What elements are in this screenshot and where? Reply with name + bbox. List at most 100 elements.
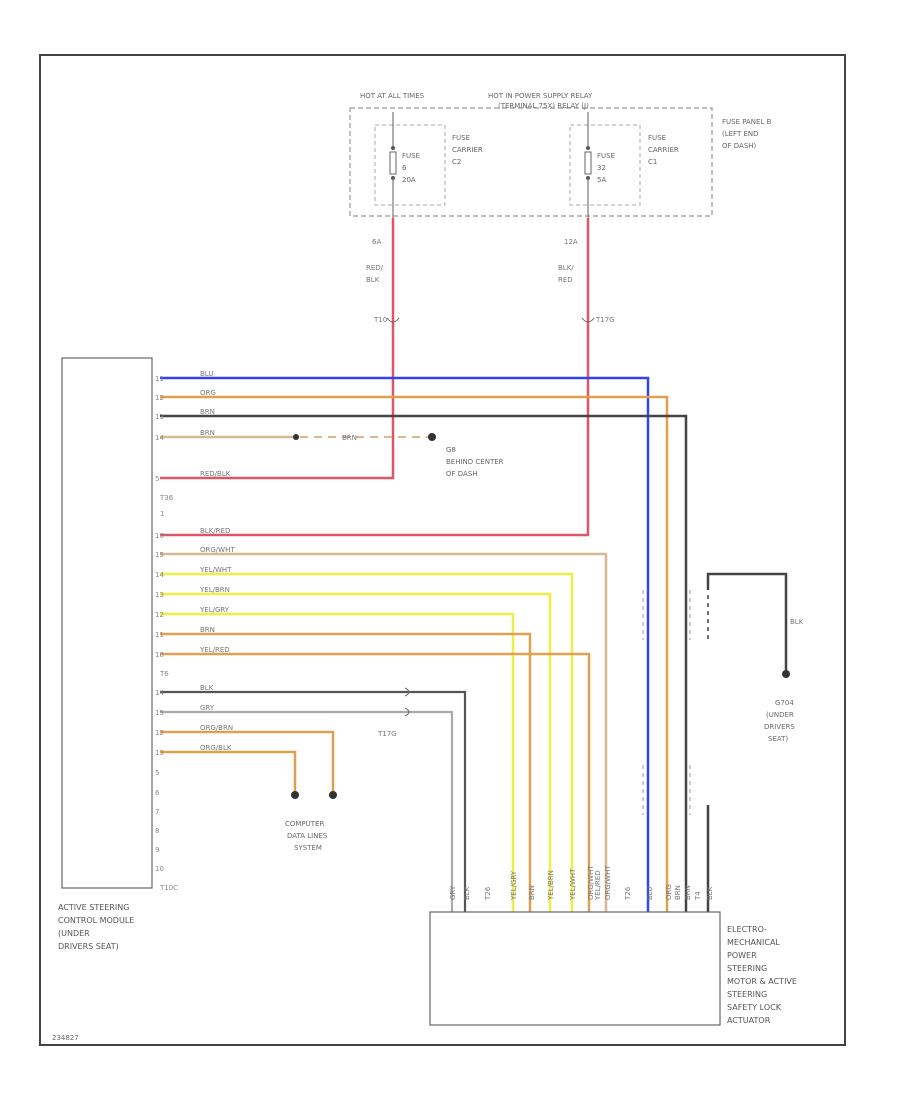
rw-label-8: ORG/WHT [587,865,595,900]
right-module-name-3: POWER [727,951,757,960]
rw-label-17: BLK [706,886,714,900]
conn-t17g-mark [581,317,595,323]
wire-mid-label-3: YEL/WHT [199,566,232,574]
rw-label-3: T26 [484,886,492,901]
pin-mid-4: 13 [155,591,164,599]
conn-t17g-lower-label: T17G [377,730,397,738]
right-module-name-7: SAFETY LOCK [727,1003,782,1012]
wire-blk-ground-seat [706,572,788,672]
wire-top-label-2: ORG [200,389,216,397]
wire1-color-1: RED/ [366,264,384,272]
fuse1-number: 6 [402,164,407,172]
diagram-frame [39,54,846,1046]
conn-t36-label: T36 [159,494,174,502]
rw-label-9: YEL/RED [594,870,602,901]
wire2-pin: 12A [564,238,578,246]
ground-g8-wire-label: BRN [342,434,357,442]
fuse2-terminal-top [586,146,590,150]
left-module-name-2: CONTROL MODULE [58,916,134,925]
active-steering-module-box [61,357,153,889]
wire-blu [160,376,650,912]
wire-mid-label-1: BLK/RED [200,527,230,535]
computer-data-label-1: COMPUTER [285,820,324,828]
wire-mid-label-4: YEL/BRN [199,586,230,594]
right-module-name-6: STEERING [727,990,767,999]
pin-mid-1: 16 [155,532,164,540]
pin-top-3: 13 [155,413,164,421]
wire-red-blk-power [160,218,395,480]
rw-label-7: YEL/WHT [569,868,577,901]
wire-org-blk [160,750,297,792]
wire-blk-red-power [160,218,590,537]
wire-yel-wht [160,572,574,912]
pin-mid-5: 12 [155,611,164,619]
hot-at-all-times-label: HOT AT ALL TIMES [360,92,425,100]
pin-top-5: 5 [155,475,159,483]
fuse-panel-label-1: FUSE PANEL B [722,118,772,126]
pin-bot-4: 13 [155,749,164,757]
fuse2-carrier-2: CARRIER [648,146,679,154]
right-wire-labels: GRY BLK T26 YEL/GRY BRN YEL/BRN YEL/WHT … [449,865,714,901]
left-module-name-1: ACTIVE STEERING [58,903,129,912]
pin-bot-3: 12 [155,729,164,737]
wire-brn-mid [160,632,532,912]
rw-label-16: T4 [694,891,702,901]
wire-org [160,395,669,912]
conn-t17g-label: T17G [595,316,615,324]
wire1-pin: 6A [372,238,381,246]
fuse2-amp: 5A [597,176,606,184]
conn-t10-mark [386,317,400,323]
wire-org-brn [160,730,335,792]
wire-yel-brn [160,592,552,912]
computer-data-terminal-2 [329,791,337,799]
wire-top-label-5: RED/BLK [200,470,231,478]
shield-marks [642,590,691,815]
wire2-color-1: BLK/ [558,264,574,272]
wire-top-label-1: BLU [200,370,213,378]
fuse2-carrier-3: C1 [648,158,657,166]
fuse2-carrier-1: FUSE [648,134,666,142]
ground-g704-wire-label: BLK [790,618,804,626]
ground-g704-label-1: G704 [775,699,794,707]
conn-t10-label: T10 [373,316,387,324]
hot-in-relay-label: HOT IN POWER SUPPLY RELAY [488,92,593,100]
wire-top-label-4: BRN [200,429,215,437]
pin-bot-8: 8 [155,827,159,835]
pin-top-4: 14 [155,434,164,442]
rw-label-10: ORG/WHT [604,865,612,900]
pin-bot-6: 6 [155,789,160,797]
conn-t17g-lower-mark-2 [404,707,410,717]
wire-bot-label-3: ORG/BRN [200,724,233,732]
power-steering-motor-box [429,911,721,1026]
left-module-name-4: DRIVERS SEAT) [58,942,119,951]
pin-bot-2: 15 [155,709,164,717]
pin-mid-7: 10 [155,651,164,659]
rw-label-13: ORG [665,884,673,900]
fuse1-amp: 20A [402,176,416,184]
wire-blk-bottom [160,690,467,912]
pin-mid-2: 15 [155,551,164,559]
left-module-name-3: (UNDER [58,929,90,938]
pin-bot-1: 14 [155,689,164,697]
wire-mid-label-2: ORG/WHT [200,546,235,554]
conn-t17g-lower-mark-1 [404,687,410,697]
fuse-panel-label-2: (LEFT END [722,130,759,138]
relay-terminal-label: (TERMINAL 75X) RELAY (J) [498,102,589,110]
ground-g8-label-3: OF DASH [446,470,478,478]
right-module-name-5: MOTOR & ACTIVE [727,977,797,986]
rw-label-6: YEL/BRN [547,870,555,901]
ground-g8-dot [428,433,436,441]
rw-label-11: T26 [624,886,632,901]
right-module-name-4: STEERING [727,964,767,973]
right-module-name-8: ACTUATOR [727,1016,771,1025]
fuse1-carrier-3: C2 [452,158,461,166]
rw-label-12: BLU [646,887,654,900]
fuse1-carrier-2: CARRIER [452,146,483,154]
ground-g704-label-3: DRIVERS [764,723,795,731]
ground-g8-splice [293,434,299,440]
conn-t10c-label: T10C [159,884,178,892]
pin-t36-1: 1 [160,510,164,518]
pin-bot-9: 9 [155,846,159,854]
pin-bot-5: 5 [155,769,159,777]
